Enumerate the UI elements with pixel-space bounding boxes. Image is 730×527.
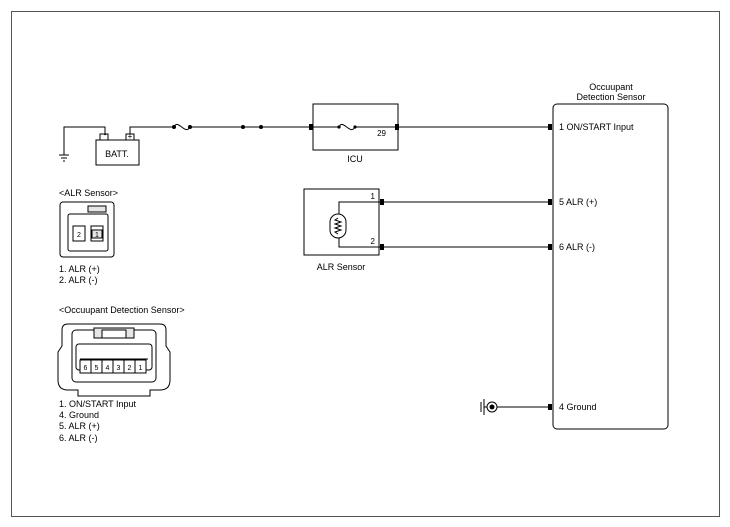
ods-title-line1: Occuupant <box>589 82 633 92</box>
icu-output-pin <box>395 124 399 130</box>
alr-connector-terminal-1 <box>91 229 103 239</box>
ods-legend-line: 4. Ground <box>59 410 99 420</box>
alr-connector-latch <box>87 205 107 213</box>
resistor-icon <box>329 213 347 239</box>
alr-sensor-wire-1 <box>338 201 382 218</box>
occupant-detection-sensor: Occuupant Detection Sensor 1 ON/START In… <box>548 82 669 430</box>
ods-pin-label-ground: 4 Ground <box>559 402 597 412</box>
battery: - + BATT. <box>59 126 140 166</box>
battery-negative-terminal <box>99 133 109 141</box>
ods-pin-1 <box>548 124 552 130</box>
alr-sensor-pin-2 <box>380 244 384 250</box>
ods-pin-4 <box>548 404 552 410</box>
icu-fuse-icon <box>337 123 357 131</box>
ods-legend-line: 1. ON/START Input <box>59 399 137 409</box>
chassis-ground-icon <box>59 154 69 162</box>
ods-pin-5 <box>548 199 552 205</box>
ods-connector-pin-number-2: 2 <box>128 365 132 372</box>
ods-pin-label-alr-plus: 5 ALR (+) <box>559 197 597 207</box>
negative-sign: - <box>104 132 107 139</box>
alr-connector-inner <box>67 213 109 252</box>
alr-connector-view: <ALR Sensor> 2 1 1. ALR (+) 2. ALR (-) <box>59 188 118 285</box>
battery-ground-wire <box>63 126 106 155</box>
fuse-icon <box>172 123 192 131</box>
alr-connector-pin-number-1: 1 <box>95 232 99 239</box>
alr-sensor: 1 2 ALR Sensor <box>303 188 384 272</box>
ods-pin-label-alr-minus: 6 ALR (-) <box>559 242 595 252</box>
alr-sensor-label: ALR Sensor <box>317 262 366 272</box>
ods-connector-pin-number-5: 5 <box>95 365 99 372</box>
ods-connector-pin-number-1: 1 <box>139 365 143 372</box>
battery-positive-wire <box>129 126 174 134</box>
alr-sensor-pin-1-number: 1 <box>371 192 376 201</box>
alr-connector-cavity-2 <box>72 225 86 242</box>
icu-input-pin <box>309 124 313 130</box>
positive-sign: + <box>128 132 133 141</box>
alr-sensor-pin-1 <box>380 199 384 205</box>
ods-box <box>552 103 669 430</box>
ods-pin-6 <box>548 244 552 250</box>
ods-connector-cavities <box>79 359 147 374</box>
ods-pin-label-on-start: 1 ON/START Input <box>559 122 634 132</box>
fusible-link-icon <box>241 125 263 129</box>
ground-eyelet-icon <box>480 399 498 415</box>
alr-connector-title: <ALR Sensor> <box>59 188 118 198</box>
alr-legend-line: 2. ALR (-) <box>59 275 98 285</box>
alr-sensor-pin-2-number: 2 <box>371 237 376 246</box>
ods-connector-view: <Occuupant Detection Sensor> 6 5 4 3 2 1… <box>57 305 185 443</box>
icu-pin-number: 29 <box>377 129 386 138</box>
icu: 29 ICU <box>309 103 399 164</box>
diagram-border <box>11 11 720 517</box>
ods-connector-pin-number-6: 6 <box>84 365 88 372</box>
battery-label: BATT. <box>105 149 129 159</box>
alr-connector-pin-number-2: 2 <box>77 232 81 239</box>
ods-connector-latch-slot <box>101 329 127 339</box>
ods-connector-title: <Occuupant Detection Sensor> <box>59 305 185 315</box>
ods-title-line2: Detection Sensor <box>576 92 645 102</box>
ods-legend-line: 6. ALR (-) <box>59 433 98 443</box>
alr-legend-line: 1. ALR (+) <box>59 264 100 274</box>
ods-legend-line: 5. ALR (+) <box>59 421 100 431</box>
battery-box <box>95 139 140 166</box>
ods-connector-pin-number-3: 3 <box>117 365 121 372</box>
icu-label: ICU <box>347 154 363 164</box>
ods-connector-pin-number-4: 4 <box>106 365 110 372</box>
